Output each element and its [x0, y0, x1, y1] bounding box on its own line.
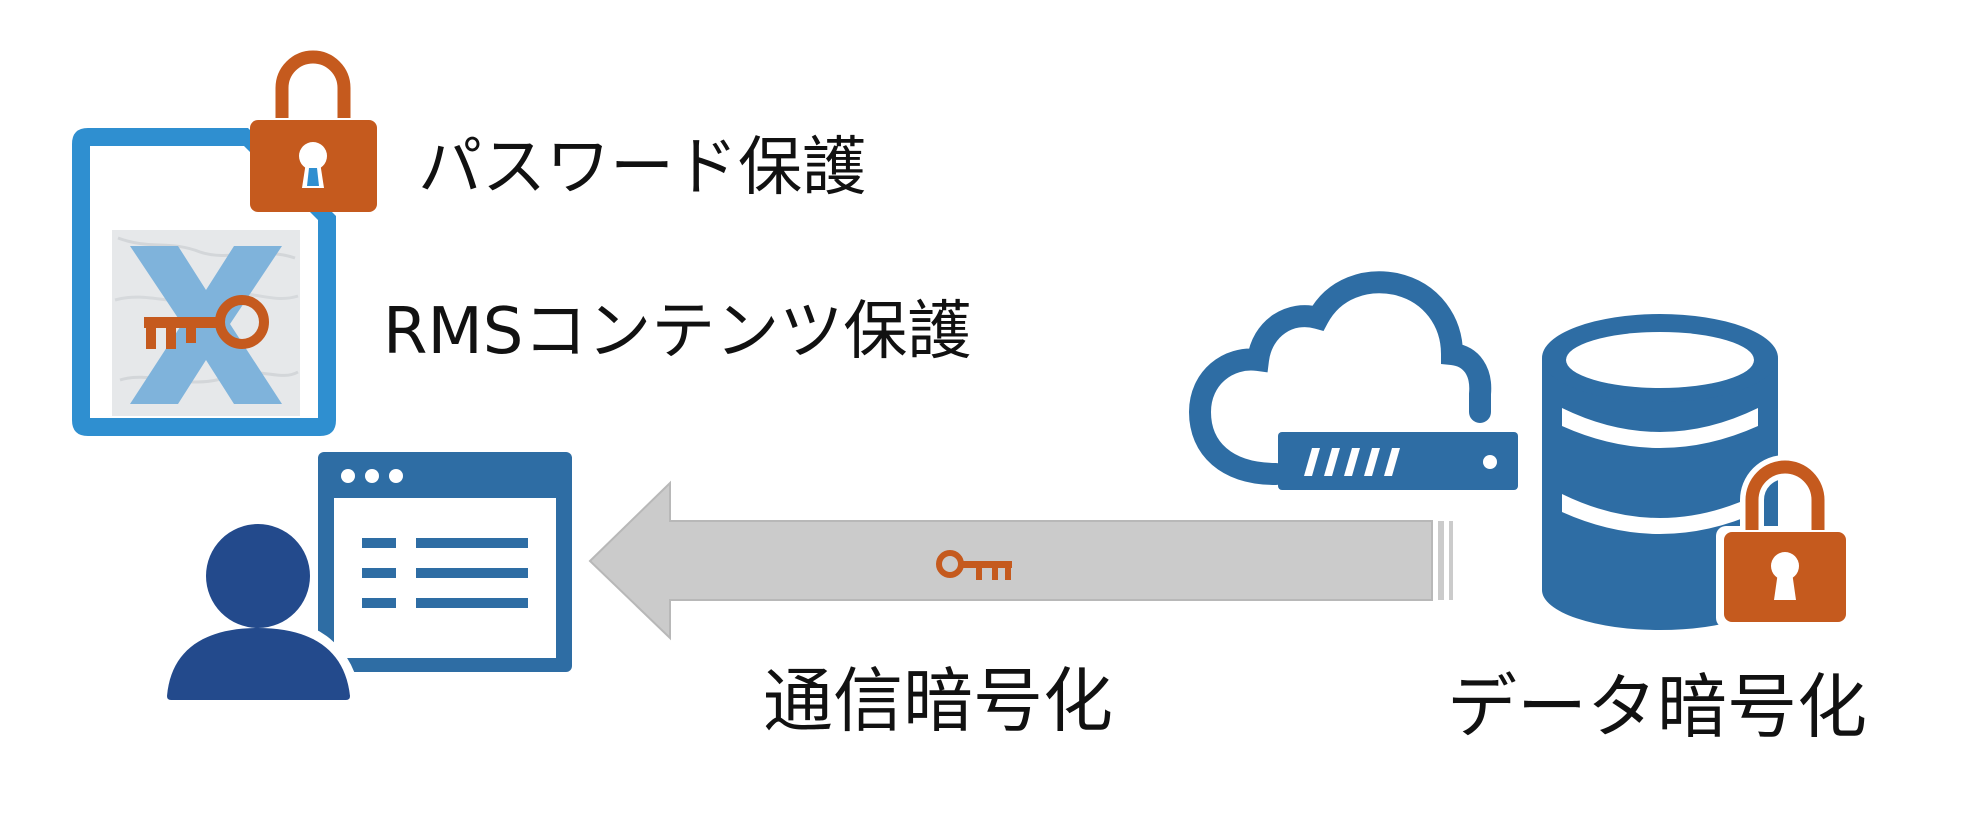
data-encryption-label: データ暗号化: [1447, 666, 1867, 748]
server-icon: [1278, 432, 1518, 490]
padlock-icon: [250, 50, 377, 212]
rms-logo-icon: [112, 230, 300, 416]
cloud-icon: [1188, 271, 1492, 485]
key-icon: [144, 295, 269, 349]
communication-encryption-label: 通信暗号化: [763, 660, 1113, 742]
password-protection-label: パスワード保護: [418, 131, 866, 205]
user-icon: [156, 516, 362, 705]
rms-protection-label: RMSコンテンツ保護: [383, 295, 972, 369]
left-arrow-icon: [588, 480, 1453, 641]
browser-window-icon: [318, 452, 572, 672]
key-icon: [936, 550, 1012, 580]
padlock-icon: [1716, 455, 1854, 628]
